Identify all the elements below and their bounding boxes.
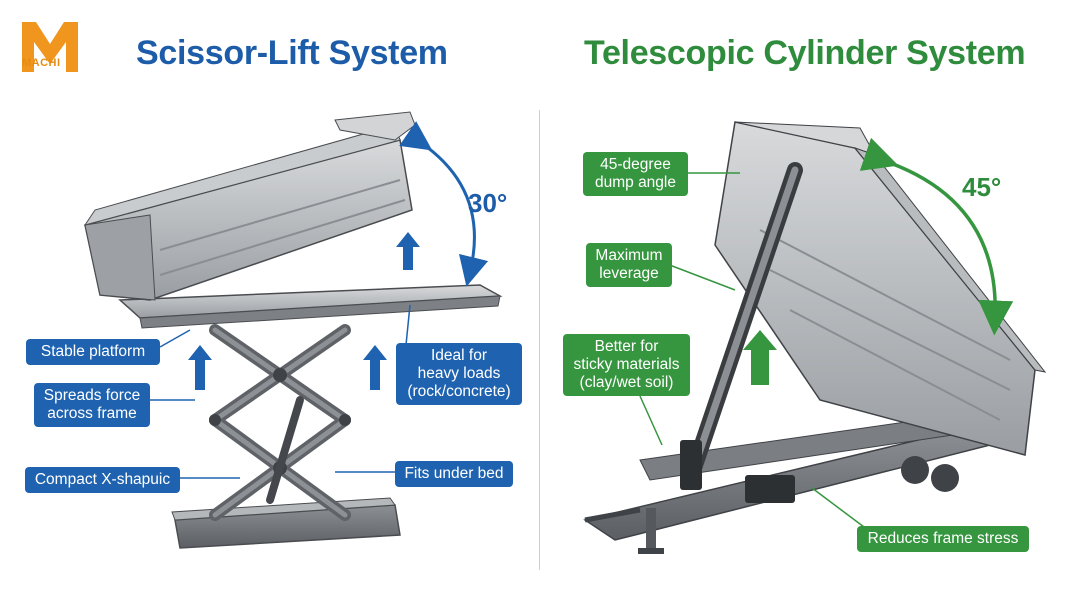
- right-angle-label: 45°: [962, 172, 1002, 202]
- logo-icon: [22, 22, 78, 72]
- left-title: Scissor-Lift System: [136, 34, 448, 72]
- center-divider: [539, 110, 540, 570]
- label-fits-under-bed: Fits under bed: [395, 461, 513, 487]
- label-ideal-heavy-loads: Ideal for heavy loads (rock/concrete): [396, 343, 522, 405]
- scissor-lift-illustration: [83, 111, 503, 549]
- label-maximum-leverage: Maximum leverage: [586, 243, 672, 287]
- label-spreads-force: Spreads force across frame: [34, 383, 150, 427]
- label-sticky-materials: Better for sticky materials (clay/wet so…: [563, 334, 690, 396]
- angle-arc-45: [859, 137, 1014, 336]
- logo-subtext: MACHI: [22, 57, 61, 69]
- label-stable-platform: Stable platform: [26, 339, 160, 365]
- label-dump-angle: 45-degree dump angle: [583, 152, 688, 196]
- label-compact-x-shape: Compact X-shapuic: [25, 467, 180, 493]
- right-title: Telescopic Cylinder System: [584, 34, 1026, 72]
- left-leader-lines: [150, 304, 411, 479]
- angle-arc-30: [399, 121, 489, 287]
- left-angle-label: 30°: [468, 188, 508, 218]
- tilt-arrow-icon: [743, 330, 777, 385]
- right-leader-lines: [639, 172, 869, 531]
- label-reduces-frame-stress: Reduces frame stress: [857, 526, 1029, 552]
